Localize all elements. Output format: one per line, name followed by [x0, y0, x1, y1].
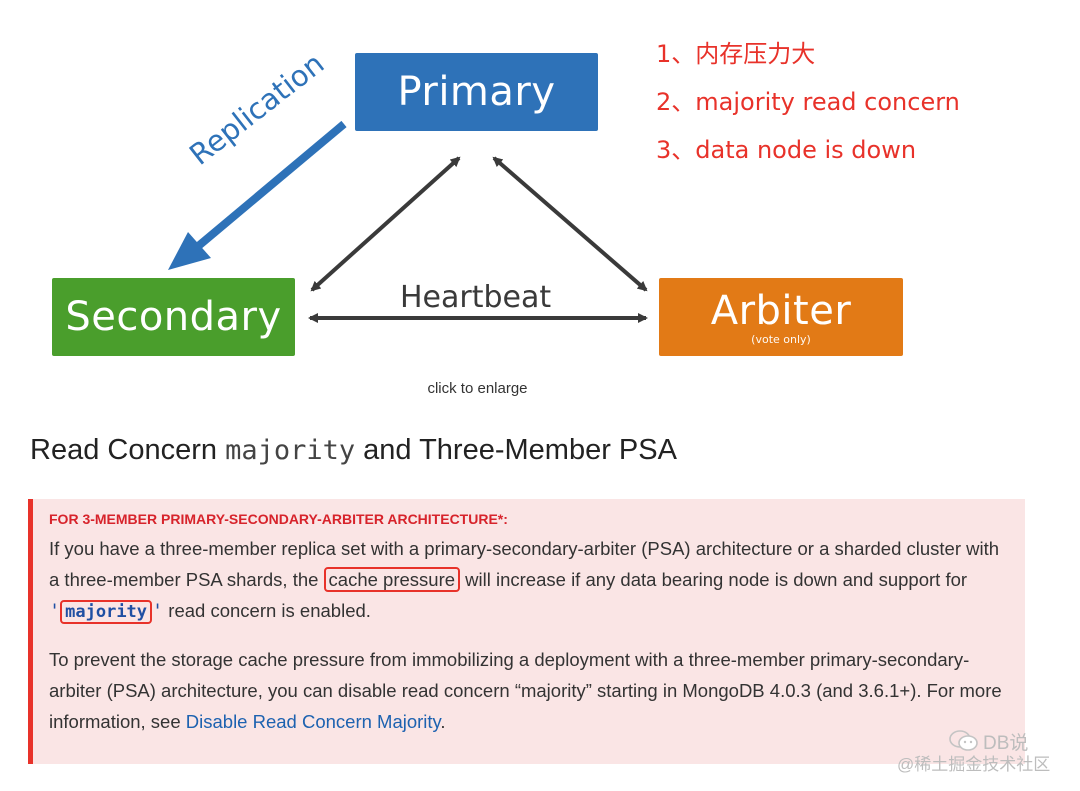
heading-code: majority: [225, 435, 356, 466]
primary-arbiter-arrow: [492, 156, 648, 292]
watermark-sub: @稀土掘金技术社区: [897, 755, 1051, 774]
heading-suffix: and Three-Member PSA: [355, 434, 677, 466]
annotation-list: 1、内存压力大 2、majority read concern 3、data n…: [656, 30, 960, 174]
arbiter-sublabel: (vote only): [751, 332, 811, 346]
primary-node: Primary: [355, 53, 598, 131]
notice-p1-part3: read concern is enabled.: [163, 600, 371, 621]
cache-pressure-highlight: cache pressure: [323, 567, 461, 592]
quote-open: ': [49, 601, 61, 622]
replication-arrowhead: [168, 232, 211, 270]
arbiter-node: Arbiter (vote only): [659, 278, 903, 356]
arbiter-label: Arbiter: [710, 287, 852, 334]
notice-title: For 3-Member Primary-Secondary-Arbiter A…: [49, 511, 508, 527]
annotation-1: 1、内存压力大: [656, 40, 816, 68]
replication-arrow: [193, 120, 347, 252]
notice-paragraph-2: To prevent the storage cache pressure fr…: [49, 644, 1009, 737]
notice-p2-part2: .: [440, 711, 446, 732]
annotation-3: 3、data node is down: [656, 136, 917, 164]
heartbeat-label: Heartbeat: [400, 280, 552, 315]
watermark-name: DB说: [983, 733, 1029, 754]
heading-prefix: Read Concern: [30, 434, 226, 466]
quote-close: ': [152, 601, 164, 622]
secondary-label: Secondary: [65, 294, 282, 340]
secondary-node: Secondary: [52, 278, 295, 356]
majority-code-highlight: majority: [60, 600, 153, 624]
notice-p2-part1: To prevent the storage cache pressure fr…: [49, 649, 1002, 732]
primary-secondary-arrow: [310, 156, 461, 292]
diagram-caption[interactable]: click to enlarge: [427, 380, 528, 397]
section-heading: Read Concern majority and Three-Member P…: [30, 434, 677, 467]
notice-p1-part2: will increase if any data bearing node i…: [460, 569, 968, 590]
annotation-2: 2、majority read concern: [656, 88, 960, 116]
disable-read-concern-link[interactable]: Disable Read Concern Majority: [185, 711, 441, 732]
wechat-icon: [949, 730, 979, 757]
notice-paragraph-1: If you have a three-member replica set w…: [49, 533, 1009, 628]
notice-p1-part1: If you have a three-member replica set w…: [49, 538, 1000, 590]
watermark: DB说 @稀土掘金技术社区: [897, 728, 1062, 774]
warning-notice: For 3-Member Primary-Secondary-Arbiter A…: [28, 499, 1025, 764]
primary-label: Primary: [397, 69, 556, 115]
